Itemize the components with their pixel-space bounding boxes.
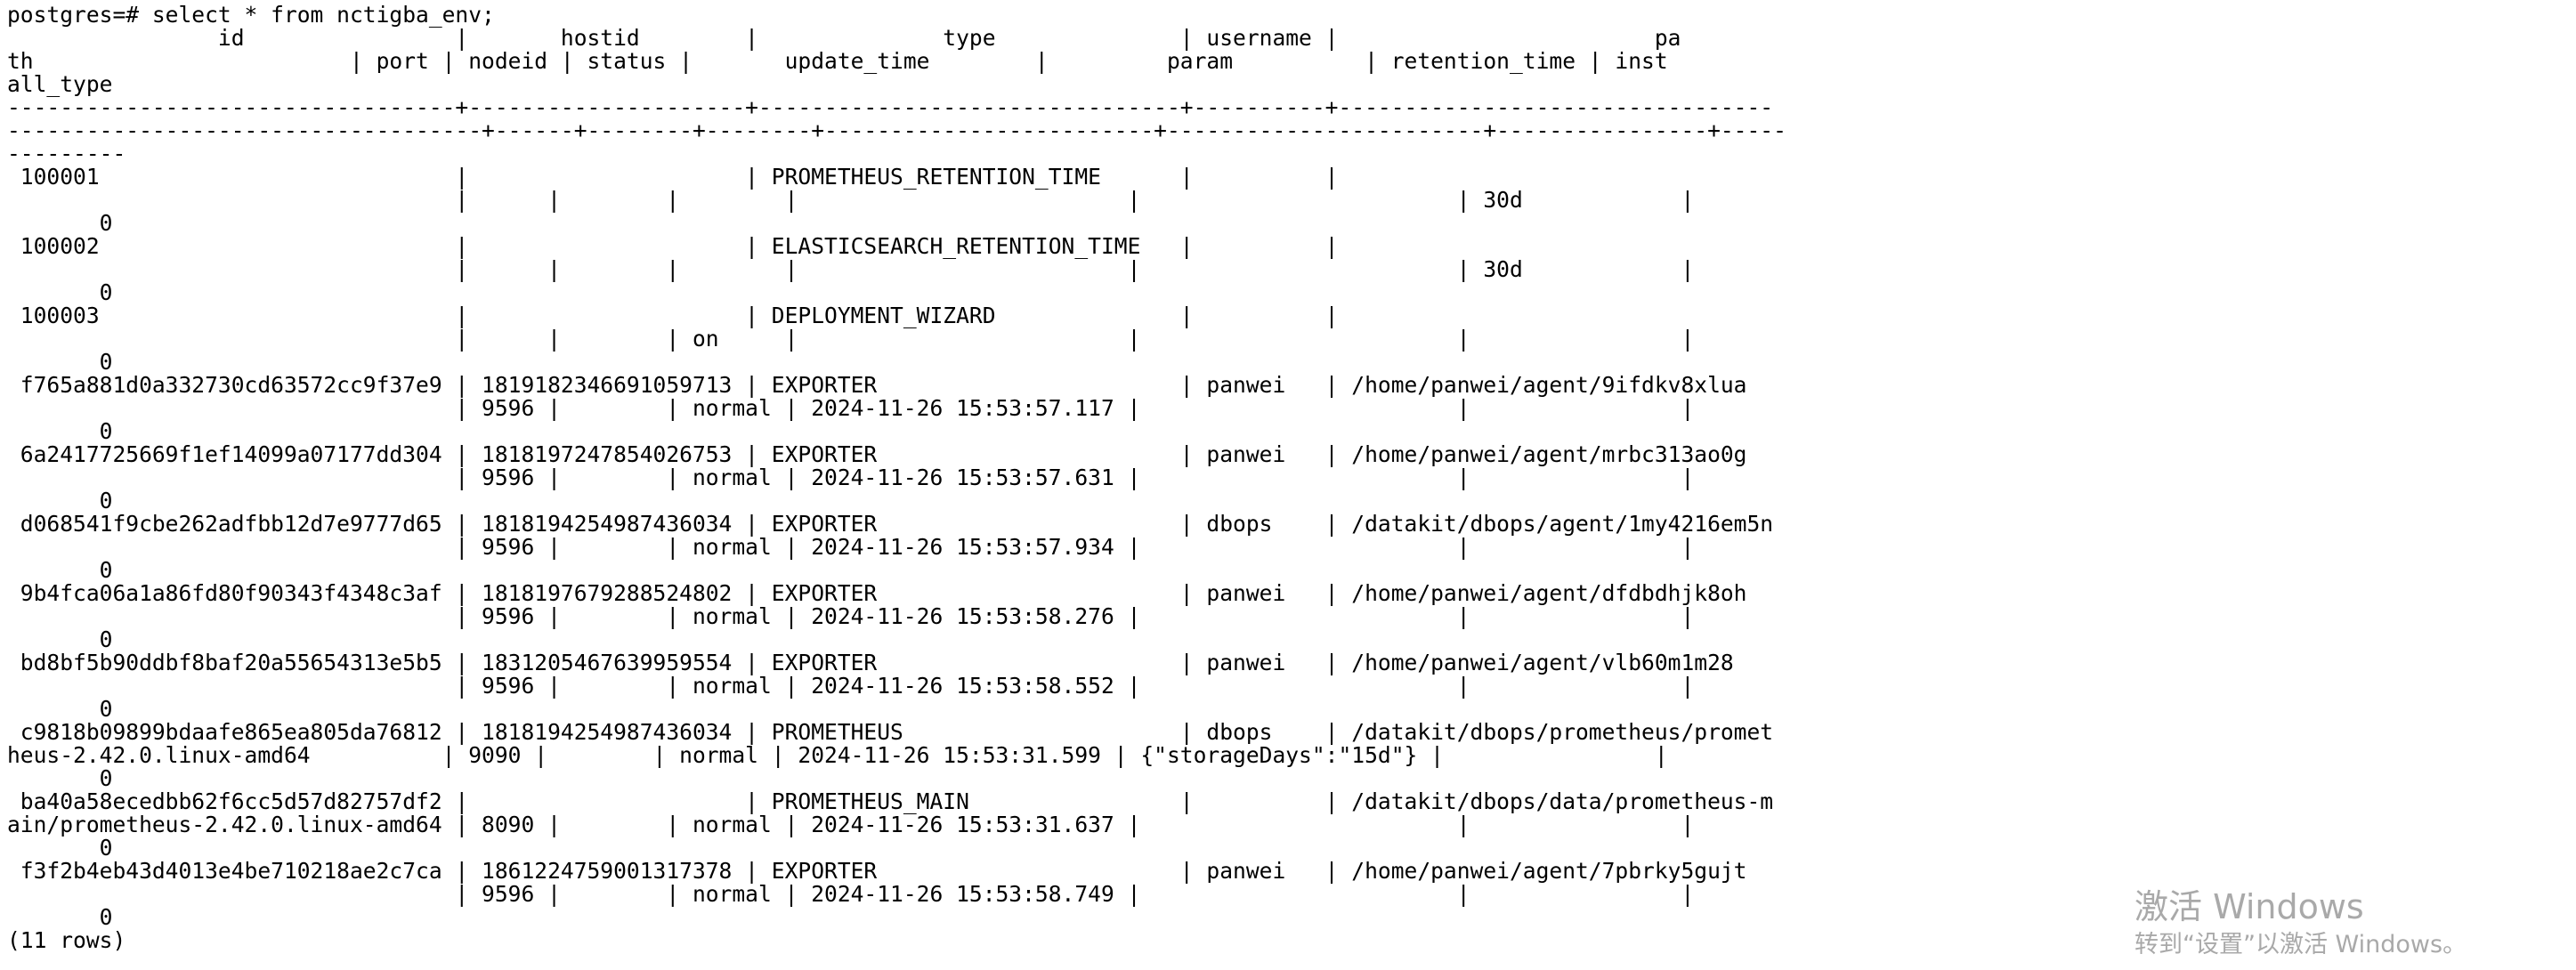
terminal-line: bd8bf5b90ddbf8baf20a55654313e5b5 | 18312… bbox=[7, 650, 1734, 675]
terminal-line: id | hostid | type | username | pa bbox=[7, 25, 1681, 51]
terminal-line: ain/prometheus-2.42.0.linux-amd64 | 8090… bbox=[7, 812, 1695, 837]
terminal-line: | 9596 | | normal | 2024-11-26 15:53:58.… bbox=[7, 603, 1695, 629]
terminal-line: 0 bbox=[7, 626, 113, 652]
terminal-line: 0 bbox=[7, 349, 113, 375]
terminal-line: all_type bbox=[7, 71, 113, 97]
terminal-line: ----------------------------------+-----… bbox=[7, 94, 1774, 120]
terminal-line: | 9596 | | normal | 2024-11-26 15:53:57.… bbox=[7, 395, 1695, 421]
terminal-line: 6a2417725669f1ef14099a07177dd304 | 18181… bbox=[7, 441, 1747, 467]
terminal-line: th | port | nodeid | status | update_tim… bbox=[7, 48, 1668, 74]
terminal-line: (11 rows) bbox=[7, 927, 126, 953]
terminal-line: | 9596 | | normal | 2024-11-26 15:53:57.… bbox=[7, 465, 1695, 490]
terminal-line: 0 bbox=[7, 488, 113, 513]
terminal-window[interactable]: postgres=# select * from nctigba_env; id… bbox=[7, 4, 1965, 965]
terminal-line: --------- bbox=[7, 141, 126, 166]
terminal-line: | | | | | | 30d | bbox=[7, 187, 1695, 213]
terminal-line: 0 bbox=[7, 210, 113, 236]
terminal-line: | 9596 | | normal | 2024-11-26 15:53:57.… bbox=[7, 534, 1695, 560]
terminal-line: | 9596 | | normal | 2024-11-26 15:53:58.… bbox=[7, 881, 1695, 907]
terminal-line: c9818b09899bdaafe865ea805da76812 | 18181… bbox=[7, 719, 1774, 745]
psql-query-output: postgres=# select * from nctigba_env; id… bbox=[7, 4, 1965, 952]
terminal-line: ba40a58ecedbb62f6cc5d57d82757df2 | | PRO… bbox=[7, 788, 1774, 814]
terminal-line: 0 bbox=[7, 765, 113, 791]
terminal-line: 0 bbox=[7, 557, 113, 583]
terminal-line: 0 bbox=[7, 418, 113, 444]
activate-windows-title: 激活 Windows bbox=[2135, 887, 2364, 926]
terminal-line: 0 bbox=[7, 904, 113, 930]
terminal-line: 0 bbox=[7, 696, 113, 722]
terminal-line: | | | on | | | | bbox=[7, 326, 1695, 352]
terminal-line: 0 bbox=[7, 279, 113, 305]
terminal-line: 100003 | | DEPLOYMENT_WIZARD | | bbox=[7, 303, 1339, 328]
terminal-line: | 9596 | | normal | 2024-11-26 15:53:58.… bbox=[7, 673, 1695, 699]
terminal-line: 9b4fca06a1a86fd80f90343f4348c3af | 18181… bbox=[7, 580, 1747, 606]
terminal-line: 100002 | | ELASTICSEARCH_RETENTION_TIME … bbox=[7, 233, 1339, 259]
activate-windows-hint: 转到“设置”以激活 Windows。 bbox=[2135, 931, 2467, 958]
terminal-line: postgres=# select * from nctigba_env; bbox=[7, 4, 495, 28]
terminal-line: 0 bbox=[7, 835, 113, 861]
terminal-line: f765a881d0a332730cd63572cc9f37e9 | 18191… bbox=[7, 372, 1747, 398]
terminal-line: d068541f9cbe262adfbb12d7e9777d65 | 18181… bbox=[7, 511, 1774, 537]
terminal-line: 100001 | | PROMETHEUS_RETENTION_TIME | | bbox=[7, 164, 1339, 190]
terminal-line: | | | | | | 30d | bbox=[7, 256, 1695, 282]
terminal-line: heus-2.42.0.linux-amd64 | 9090 | | norma… bbox=[7, 742, 1668, 768]
windows-activation-watermark: 激活 Windows 转到“设置”以激活 Windows。 bbox=[2135, 886, 2467, 961]
terminal-line: f3f2b4eb43d4013e4be710218ae2c7ca | 18612… bbox=[7, 858, 1747, 884]
terminal-line: ------------------------------------+---… bbox=[7, 117, 1786, 143]
